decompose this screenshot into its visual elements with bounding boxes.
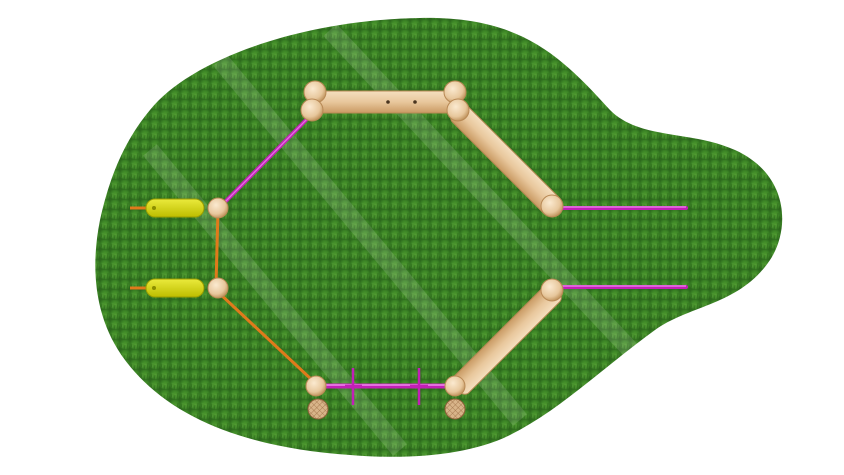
log-posts [207,80,564,397]
mesh-caps [307,398,466,420]
green-grass-surface [95,17,783,457]
magenta-rope-bridge-links [220,114,688,389]
magenta-rod-crossings [345,368,428,405]
log-beam-top [311,90,459,114]
yellow-hand-grips [145,198,205,298]
